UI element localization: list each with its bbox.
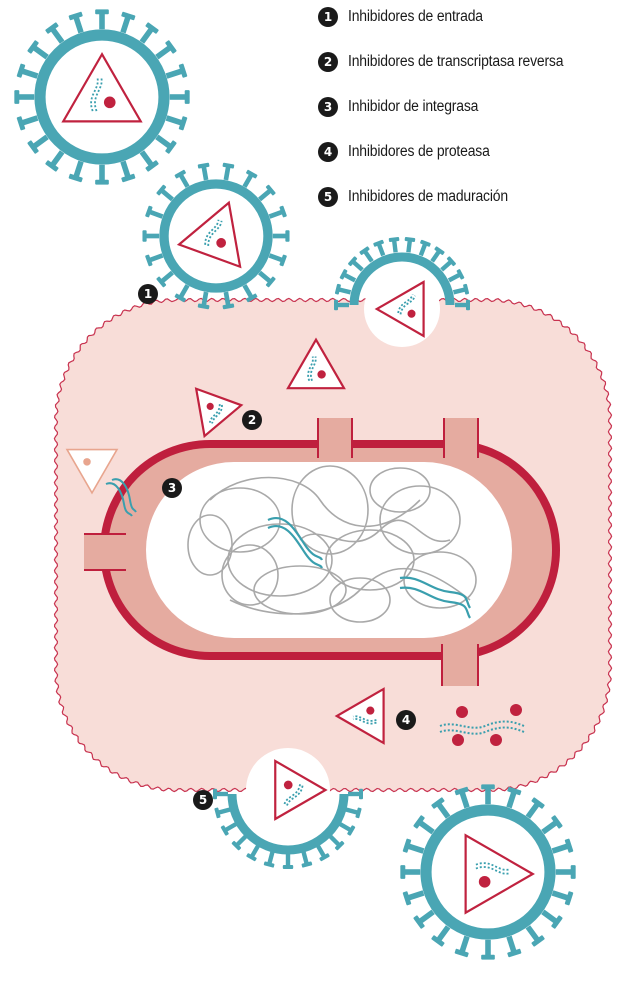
virus-binding	[142, 163, 289, 310]
virus-free-bottom-right	[400, 784, 575, 959]
marker-4: 4	[396, 710, 416, 730]
legend-item-integrasa: 3 Inhibidor de integrasa	[318, 96, 618, 118]
number-badge: 2	[318, 52, 338, 72]
legend-item-entrada: 1 Inhibidores de entrada	[318, 6, 618, 28]
legend-label: Inhibidores de proteasa	[348, 143, 490, 161]
legend-label: Inhibidores de entrada	[348, 8, 483, 26]
legend-item-maduracion: 5 Inhibidores de maduración	[318, 186, 618, 208]
number-badge: 4	[318, 142, 338, 162]
legend-label: Inhibidor de integrasa	[348, 98, 478, 116]
legend-label: Inhibidores de maduración	[348, 188, 508, 206]
number-badge: 3	[318, 97, 338, 117]
marker-5: 5	[193, 790, 213, 810]
marker-1: 1	[138, 284, 158, 304]
legend-label: Inhibidores de transcriptasa reversa	[348, 53, 563, 71]
number-badge: 1	[318, 7, 338, 27]
legend-item-proteasa: 4 Inhibidores de proteasa	[318, 141, 618, 163]
legend-item-transcriptasa: 2 Inhibidores de transcriptasa reversa	[318, 51, 618, 73]
marker-2: 2	[242, 410, 262, 430]
virus-free-top-left	[14, 9, 189, 184]
marker-3: 3	[162, 478, 182, 498]
legend: 1 Inhibidores de entrada 2 Inhibidores d…	[318, 6, 618, 231]
number-badge: 5	[318, 187, 338, 207]
